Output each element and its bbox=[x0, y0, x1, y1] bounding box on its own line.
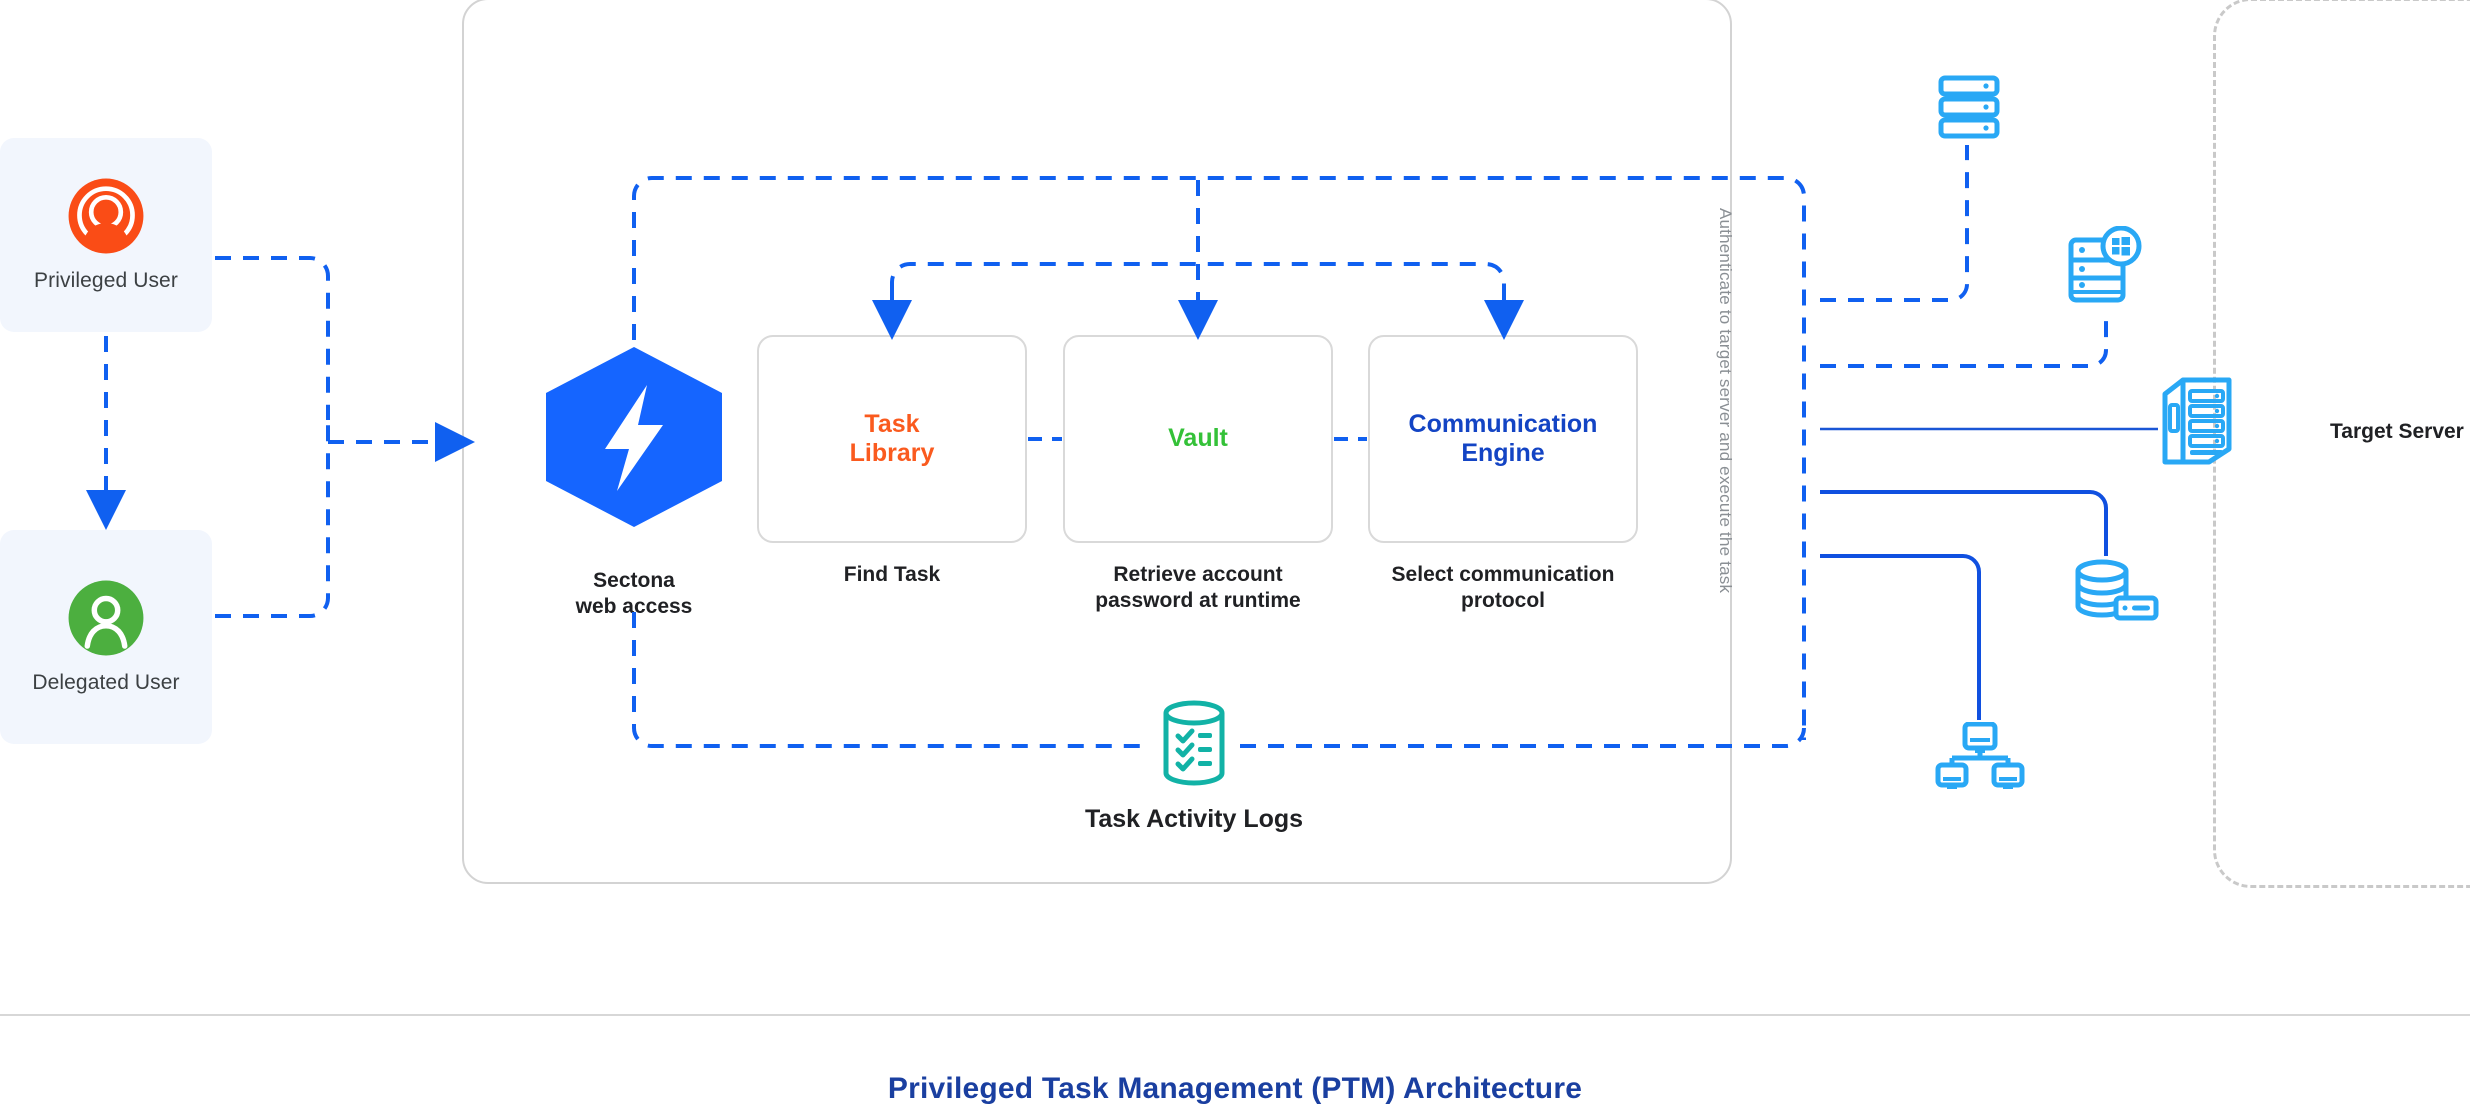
stage-box-communication-engine[interactable]: Communication Engine bbox=[1368, 335, 1638, 543]
stage-label-line1: Communication bbox=[1408, 409, 1598, 438]
target-server-zone bbox=[2213, 0, 2470, 888]
stage-caption-line1: Select communication bbox=[1391, 563, 1615, 586]
target-node-tower-server[interactable] bbox=[2161, 377, 2233, 465]
stage-caption-line2: password at runtime bbox=[1095, 589, 1301, 613]
target-node-database-server[interactable] bbox=[2074, 558, 2160, 624]
target-node-rack-server[interactable] bbox=[1938, 75, 2000, 139]
stage-label-task-library: Task Library bbox=[850, 410, 935, 469]
actor-label-delegated-user: Delegated User bbox=[32, 671, 180, 694]
stage-caption-line1: Retrieve account bbox=[1113, 563, 1283, 586]
stage-box-vault[interactable]: Vault bbox=[1063, 335, 1333, 543]
connector-bus-to-rack-server bbox=[1820, 145, 1969, 302]
actor-label-privileged-user: Privileged User bbox=[34, 269, 178, 292]
stage-label-line1: Vault bbox=[1168, 424, 1228, 453]
rack-server-icon bbox=[1938, 75, 2000, 139]
actor-card-delegated-user[interactable]: Delegated User bbox=[0, 530, 212, 744]
connector-bus-to-windows-server bbox=[1820, 310, 2108, 368]
stage-caption-communication-engine: Select communication protocol bbox=[1323, 562, 1683, 615]
stage-label-line2: Engine bbox=[1461, 439, 1545, 467]
task-activity-logs-node[interactable] bbox=[1158, 700, 1230, 786]
stage-caption-line1: Find Task bbox=[843, 563, 941, 586]
windows-server-icon bbox=[2068, 225, 2142, 303]
stage-label-communication-engine: Communication Engine bbox=[1409, 410, 1598, 469]
connector-privileged-to-gateway bbox=[215, 256, 330, 420]
stage-label-vault: Vault bbox=[1168, 424, 1228, 454]
diagram-title: Privileged Task Management (PTM) Archite… bbox=[887, 1072, 1583, 1105]
workstation-network-icon bbox=[1935, 721, 2025, 789]
stage-caption-line2: protocol bbox=[1461, 589, 1545, 613]
connector-bus-to-workstation-network bbox=[1820, 554, 1981, 720]
task-activity-logs-label: Task Activity Logs bbox=[1084, 805, 1304, 833]
sectona-hexagon-logo bbox=[546, 347, 722, 527]
connector-bus-to-database-server bbox=[1820, 490, 2108, 556]
delegated-user-icon bbox=[68, 580, 144, 656]
authenticate-flow-label: Authenticate to target server and execut… bbox=[1716, 208, 1735, 594]
privileged-user-icon bbox=[68, 178, 144, 254]
target-node-windows-server[interactable] bbox=[2068, 225, 2144, 304]
target-server-label: Target Server bbox=[2330, 420, 2464, 443]
database-server-icon bbox=[2075, 559, 2159, 621]
target-node-workstation-network[interactable] bbox=[1934, 721, 2026, 790]
actor-card-privileged-user[interactable]: Privileged User bbox=[0, 138, 212, 332]
sectona-gateway[interactable] bbox=[543, 345, 725, 529]
stage-label-line1: Task bbox=[864, 409, 920, 438]
footer-divider bbox=[0, 1014, 2470, 1016]
stage-label-line2: Library bbox=[849, 439, 935, 467]
checklist-database-icon bbox=[1163, 700, 1225, 786]
gateway-caption-line1: Sectona bbox=[593, 569, 675, 592]
gateway-caption-line2: web access bbox=[575, 595, 693, 619]
stage-box-task-library[interactable]: Task Library bbox=[757, 335, 1027, 543]
connector-delegated-to-gateway bbox=[215, 420, 330, 618]
tower-server-icon bbox=[2162, 377, 2232, 465]
